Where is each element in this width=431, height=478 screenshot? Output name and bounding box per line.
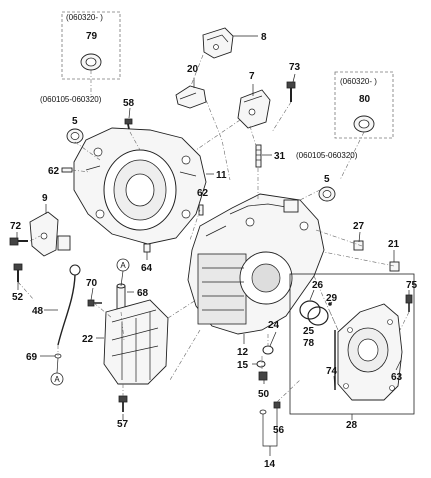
washer-56[interactable] — [259, 409, 267, 415]
label-8: 8 — [261, 32, 267, 43]
o-ring-26[interactable] — [299, 300, 321, 320]
label-80: 80 — [359, 94, 371, 105]
plug-27[interactable] — [353, 240, 364, 251]
svg-text:A: A — [54, 375, 60, 384]
bolt-73[interactable] — [286, 81, 296, 102]
label-48: 48 — [32, 306, 44, 317]
label-79: 79 — [86, 31, 98, 42]
label-7: 7 — [249, 71, 255, 82]
oil-seal-5-right[interactable] — [318, 186, 336, 202]
transaxle-case-12[interactable] — [187, 193, 325, 335]
bolt-72[interactable] — [9, 237, 28, 246]
label-25: 25 — [303, 326, 315, 337]
label-5-right: 5 — [324, 174, 330, 185]
reference-marker-a-top: A — [116, 258, 130, 287]
bolt-52[interactable] — [13, 263, 23, 282]
mounting-bracket-7[interactable] — [237, 89, 271, 129]
seal-79-option-box — [61, 11, 121, 80]
label-62-left: 62 — [48, 166, 60, 177]
date-note-seal-5-left: (060105-060320) — [40, 95, 102, 104]
date-note-seal-5-right: (060105-060320) — [296, 151, 358, 160]
leader-lines — [16, 35, 410, 456]
label-22: 22 — [82, 334, 94, 345]
mounting-bracket-8[interactable] — [202, 27, 234, 59]
dowel-pin-62-left[interactable] — [61, 167, 73, 173]
label-11: 11 — [216, 170, 227, 181]
label-62-right: 62 — [197, 188, 209, 199]
label-56: 56 — [273, 425, 285, 436]
label-78: 78 — [303, 338, 315, 349]
plug-56[interactable] — [273, 401, 281, 409]
label-69: 69 — [26, 352, 38, 363]
label-64: 64 — [141, 263, 153, 274]
label-70: 70 — [86, 278, 98, 289]
label-75: 75 — [406, 280, 418, 291]
dowel-pin-62-right[interactable] — [198, 204, 204, 216]
label-58: 58 — [123, 98, 135, 109]
oil-seal-79[interactable] — [80, 53, 102, 71]
label-73: 73 — [289, 62, 301, 73]
label-21: 21 — [388, 239, 400, 250]
pin-64[interactable] — [143, 243, 151, 253]
label-14: 14 — [264, 459, 276, 470]
oil-level-gauge-48[interactable] — [57, 264, 81, 346]
label-72: 72 — [10, 221, 22, 232]
label-26: 26 — [312, 280, 324, 291]
oil-seal-5-left[interactable] — [66, 128, 84, 144]
o-ring-24[interactable] — [262, 345, 274, 355]
label-20: 20 — [187, 64, 199, 75]
label-63: 63 — [391, 372, 403, 383]
bolt-70[interactable] — [87, 299, 102, 307]
label-15: 15 — [237, 360, 249, 371]
washer-15[interactable] — [256, 360, 266, 368]
bolt-57[interactable] — [118, 395, 128, 412]
bracket-9[interactable] — [29, 211, 71, 257]
side-cover-63[interactable] — [337, 303, 403, 401]
label-27: 27 — [353, 221, 365, 232]
oil-seal-80[interactable] — [353, 115, 375, 133]
bolt-75[interactable] — [405, 294, 413, 312]
plug-50[interactable] — [258, 371, 268, 381]
date-note-seal-79: (060320- ) — [66, 13, 103, 22]
label-28: 28 — [346, 420, 358, 431]
clutch-housing-11[interactable] — [73, 127, 207, 245]
bracket-20[interactable] — [175, 85, 207, 109]
assembly-guide-lines — [17, 54, 410, 403]
label-5-left: 5 — [72, 116, 78, 127]
date-note-seal-80: (060320- ) — [340, 77, 377, 86]
label-31: 31 — [274, 151, 286, 162]
label-12: 12 — [237, 347, 249, 358]
label-74: 74 — [326, 366, 338, 377]
valve-body-cover-22[interactable] — [103, 299, 169, 385]
svg-text:A: A — [120, 261, 126, 270]
label-24: 24 — [268, 320, 280, 331]
label-29: 29 — [326, 293, 338, 304]
label-68: 68 — [137, 288, 149, 299]
label-57: 57 — [117, 419, 129, 430]
o-ring-25[interactable] — [307, 306, 329, 326]
label-9: 9 — [42, 193, 48, 204]
stud-31[interactable] — [255, 144, 262, 168]
label-50: 50 — [258, 389, 270, 400]
label-52: 52 — [12, 292, 24, 303]
seal-80-option-box — [334, 71, 394, 139]
reference-marker-a-bottom: A — [50, 357, 64, 386]
plug-21[interactable] — [389, 261, 400, 272]
